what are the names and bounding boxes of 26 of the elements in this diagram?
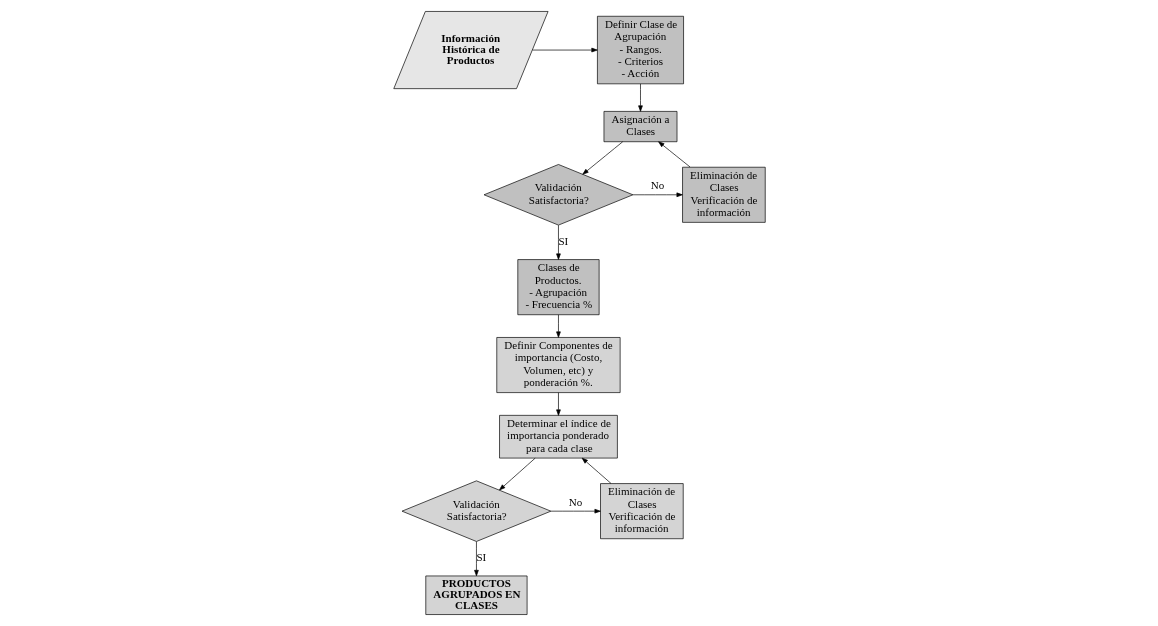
node-box: Determinar el índice de importancia ponderado para cada clase	[498, 415, 618, 459]
arrow	[550, 508, 601, 514]
arrow	[581, 141, 623, 175]
arrow	[637, 83, 643, 112]
arrow	[632, 192, 683, 198]
node-box: Clases de Productos. - Agrupación - Frecuencia %	[516, 259, 599, 316]
node-box: PRODUCTOS AGRUPADOS EN CLASES	[424, 575, 527, 615]
edge-label: No	[650, 179, 664, 192]
arrow	[555, 314, 561, 338]
edge-label: SI	[557, 234, 568, 247]
node-diamond: Validación Satisfactoria?	[483, 164, 633, 226]
node-box: Asignación a Clases	[603, 111, 677, 143]
arrow	[555, 392, 561, 416]
arrow	[531, 47, 598, 53]
arrow	[555, 224, 561, 260]
arrow	[581, 457, 611, 484]
edge-label: SI	[475, 551, 486, 564]
node-box: Definir Clase de Agrupación - Rangos. - Criterios - Acción	[596, 15, 684, 85]
arrow	[498, 457, 536, 491]
node-box: Eliminación de Clases Verificación de información	[681, 166, 766, 223]
arrow	[473, 541, 479, 577]
arrow	[657, 141, 690, 168]
node-box: Eliminación de Clases Verificación de información	[599, 483, 684, 540]
node-diamond: Validación Satisfactoria?	[401, 480, 551, 542]
edge-label: No	[568, 495, 582, 508]
node-box: Definir Componentes de importancia (Costo, Volumen, etc) y ponderación %.	[495, 337, 620, 393]
